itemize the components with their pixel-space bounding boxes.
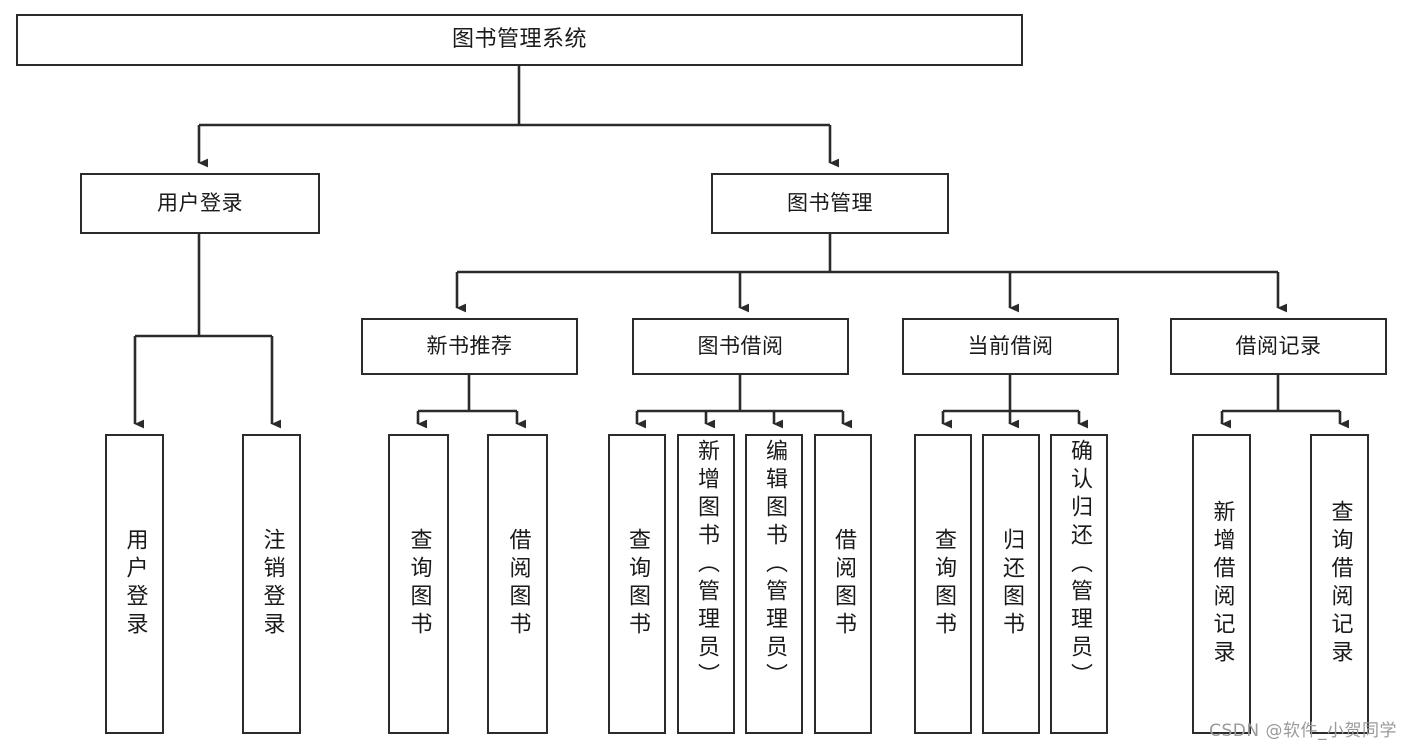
node-label: 归还图书 [999,528,1024,640]
leaf-add-book-admin[interactable]: 新增图书（管理员） [677,434,735,734]
node-label: 查询图书 [406,528,432,640]
leaf-logout[interactable]: 注销登录 [242,434,301,734]
node-label: 用户登录 [122,528,148,640]
node-root-book-management-system[interactable]: 图书管理系统 [16,14,1023,66]
leaf-borrow-books-borrowing[interactable]: 借阅图书 [814,434,872,734]
node-label: 图书管理 [787,190,873,215]
node-borrowing-records[interactable]: 借阅记录 [1170,318,1387,375]
leaf-add-borrowing-record[interactable]: 新增借阅记录 [1192,434,1251,734]
node-label: 查询借阅记录 [1327,500,1353,668]
node-book-management[interactable]: 图书管理 [711,173,949,234]
leaf-confirm-return-admin[interactable]: 确认归还（管理员） [1050,434,1108,734]
node-label: 借阅记录 [1235,333,1322,358]
node-label: 查询图书 [931,528,956,640]
leaf-query-books-current[interactable]: 查询图书 [914,434,972,734]
leaf-query-books-borrowing[interactable]: 查询图书 [608,434,666,734]
node-label: 当前借阅 [967,333,1054,358]
watermark-csdn: CSDN @软件_小贺同学 [1209,721,1397,741]
leaf-return-books[interactable]: 归还图书 [982,434,1040,734]
leaf-borrow-books-recommendation[interactable]: 借阅图书 [487,434,548,734]
node-label: 图书管理系统 [451,26,587,52]
node-current-borrowing[interactable]: 当前借阅 [902,318,1119,375]
leaf-query-books-recommendation[interactable]: 查询图书 [388,434,449,734]
node-book-borrowing[interactable]: 图书借阅 [632,318,849,375]
node-label: 编辑图书（管理员） [762,439,787,691]
node-label: 查询图书 [625,528,650,640]
node-user-login[interactable]: 用户登录 [80,173,320,234]
node-new-book-recommendation[interactable]: 新书推荐 [361,318,578,375]
node-label: 确认归还（管理员） [1067,439,1092,691]
node-label: 借阅图书 [831,528,856,640]
node-label: 图书借阅 [697,333,784,358]
node-label: 借阅图书 [505,528,531,640]
node-label: 新增借阅记录 [1209,500,1235,668]
leaf-user-login[interactable]: 用户登录 [105,434,164,734]
node-label: 注销登录 [259,528,285,640]
node-label: 新增图书（管理员） [694,439,719,691]
leaf-query-borrowing-record[interactable]: 查询借阅记录 [1310,434,1369,734]
leaf-edit-book-admin[interactable]: 编辑图书（管理员） [745,434,803,734]
node-label: 新书推荐 [426,333,513,358]
node-label: 用户登录 [157,190,243,215]
